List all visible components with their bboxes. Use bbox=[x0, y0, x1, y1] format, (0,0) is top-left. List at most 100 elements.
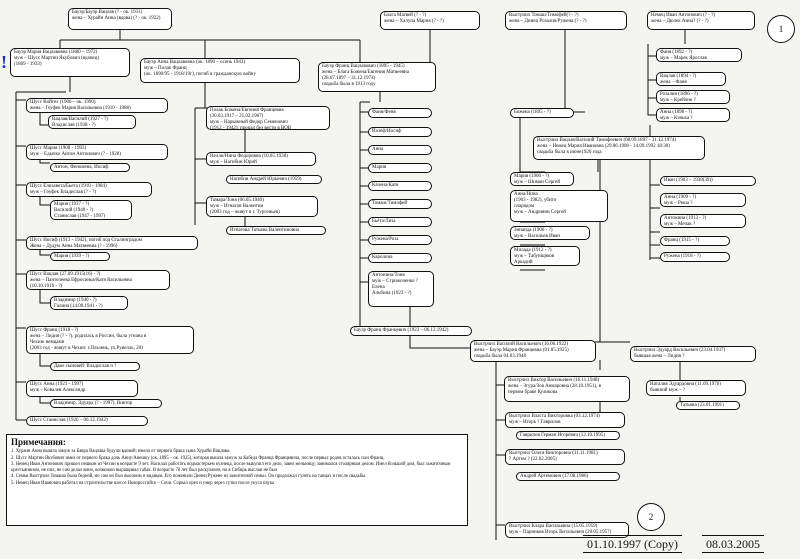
box-shuss-maria: Шусс Мария (1908 - 1993)муж – Едычко Ант… bbox=[26, 144, 168, 160]
box-line: Елена bbox=[372, 285, 385, 290]
box-line: Бауэр/Бауэр Вацлав (? - ок. 1931) bbox=[72, 10, 143, 15]
box-line: (ок. 1890/95 - 1918/19г), погиб в гражда… bbox=[144, 72, 256, 77]
notes-title: Примечания: bbox=[11, 437, 66, 447]
box-kachena: Кáчена/Катя bbox=[368, 181, 432, 191]
box-line: Выстрчил Власта Викторовна (03.12.1974) bbox=[509, 414, 600, 419]
box-line: Татьяна (23.01.1991) bbox=[680, 403, 724, 408]
box-maria-1939: Мария (1939 - ?) bbox=[50, 252, 110, 261]
box-ruzhena-child: Ружена/Роза bbox=[368, 235, 432, 245]
box-shuss-voytekh: Шусс Войтех (1906 – ок. 1990)жена – Гоуф… bbox=[26, 98, 168, 113]
connector-shuss-rows bbox=[16, 99, 26, 421]
box-line: Анна/Нина bbox=[514, 192, 538, 197]
box-bauer-vaclav: Бауэр/Бауэр Вацлав (? - ок. 1931)жена – … bbox=[68, 8, 172, 30]
box-shuss-iosif: Шусс Иосиф (1913 - 1942), погиб под Стал… bbox=[26, 236, 198, 250]
connector-bauer-down bbox=[59, 30, 361, 62]
box-vystrchil-tomas: Выстрчил Томаш/Тимофей(? - ?)жена – Дине… bbox=[505, 11, 627, 30]
box-line: Владимир, Эдуард (? - 1997), Виктор bbox=[54, 401, 133, 406]
box-vladimir-galina: Владимир (1940 - ?)Галина (14.09.1941 - … bbox=[50, 296, 128, 310]
box-line: Франц (1915 - ?) bbox=[664, 238, 699, 243]
box-byeta: Бьéта/Лиза bbox=[368, 217, 432, 227]
note-5: 5. Немец Иван Иванович работал на строит… bbox=[11, 480, 274, 486]
box-line: Томаш/Тимофей bbox=[372, 201, 408, 206]
box-shuss-stanislav: Шусс Станислав (1926 – 06.12.1942) bbox=[26, 416, 148, 426]
footer-date: 08.03.2005 bbox=[702, 535, 764, 553]
box-line: муж – Игорь ? Гаврилов bbox=[509, 420, 561, 425]
box-line: Йозеф/Иосиф bbox=[372, 129, 402, 134]
box-line: Владимир (1940 - ?) bbox=[54, 298, 97, 303]
box-line: Выстрчил Томаш/Тимофей(? - ?) bbox=[509, 13, 579, 18]
box-line: муж – Едычко Антон Антонович (? - 1928) bbox=[30, 152, 121, 157]
box-line: жена – Блага Божена/Евгения Матвеевна bbox=[322, 70, 409, 75]
box-line: Шусс Мария (1908 - 1993) bbox=[30, 146, 87, 151]
box-line: Зинаида (1906 - ?) bbox=[514, 228, 553, 233]
box-bauer-maria: Бауэр Мария Вацлавовна (1880 – 1972)муж … bbox=[10, 48, 130, 77]
box-artem: Андрей Артемович (17.08.1986) bbox=[516, 472, 620, 481]
box-line: Андрей Артемович (17.08.1986) bbox=[520, 474, 589, 479]
connector-franc bbox=[350, 92, 381, 333]
box-line: муж – Игнатов Валентин bbox=[210, 204, 264, 209]
box-line: Мария bbox=[372, 165, 387, 170]
box-line: муж – Марек Ярослав bbox=[660, 56, 707, 61]
box-nemec-ivan: Немец Иван Антонович (? - ?)жена – Дюлек… bbox=[647, 11, 755, 30]
box-line: Фаня/Феня bbox=[372, 110, 396, 115]
box-line: жена – Фаня bbox=[660, 80, 687, 85]
box-line: Антон, Феномена, Иосиф bbox=[54, 165, 109, 170]
box-line: Вацлав (1894 - ?) bbox=[660, 74, 697, 79]
box-line: Полак Божена/Евгения Францевна bbox=[210, 108, 284, 113]
box-anton-feo: Антон, Феномена, Иосиф bbox=[50, 163, 130, 172]
box-tomash-child: Томаш/Тимофей bbox=[368, 199, 432, 209]
box-line: жена – Немец Мария Ивановна (29.06.1900 … bbox=[537, 144, 670, 149]
box-shuss-franc: Шусс Франц (1918 - ?)жена – Лидия (? - ?… bbox=[26, 326, 194, 354]
box-line: Анна (1898 - ?) bbox=[660, 110, 693, 115]
box-line: Бауэр Франц Вацлавович (1895 - 1945) bbox=[322, 64, 405, 69]
box-line: муж – Кэнька ? bbox=[660, 116, 693, 121]
box-line: Мария (1937 - ?) bbox=[54, 202, 90, 207]
box-nelli: Нелли/Нина Федоровна (10.05.1938)муж – Н… bbox=[206, 152, 316, 166]
box-line: Двое сыновей: Владислав и ? bbox=[54, 364, 117, 369]
box-line: Кáчена/Катя bbox=[372, 183, 399, 188]
box-line: свадьба была в июне1920 года bbox=[537, 150, 602, 155]
box-line: муж – Гоуфек Владислав (? - ?) bbox=[30, 190, 97, 195]
box-line: Фаня (1892 - ?) bbox=[660, 50, 693, 55]
box-line: муж – Васильев Иван bbox=[514, 234, 560, 239]
box-line: первом браке Куликова bbox=[508, 390, 558, 395]
box-polak-bozhena: Полак Божена/Евгения Францевна(30.03.191… bbox=[206, 106, 330, 130]
box-vlasta: Выстрчил Власта Викторовна (03.12.1974)м… bbox=[505, 412, 625, 428]
box-vystrchil-vasily-v: Выстрчил Василий Васильевич (16.06.1922)… bbox=[470, 340, 596, 362]
box-vystrchil-vaclav-t: Выстрчил Вацлав/Василий Тимофеевич (08.0… bbox=[533, 136, 705, 160]
box-line: Василий (1940 - ?) bbox=[54, 208, 94, 213]
box-line: Шусс Анна (1921 - 1997) bbox=[30, 382, 84, 387]
box-bauer-franc-franc: Бауэр Франц Францевич (1923 – 06.12.1942… bbox=[350, 326, 472, 336]
box-maria-1900: Мария (1900 - ?)муж – Шиман Сергей bbox=[510, 172, 574, 186]
box-line: ? Артем ? (22.02.2005) bbox=[509, 457, 557, 462]
box-line: Иван (1903 – 1938(39)) bbox=[664, 178, 713, 183]
box-line: Выстрчил Виктор Васильевич (16.11.1948) bbox=[508, 378, 600, 383]
box-line: жена – Бауэр Мария Францевна (01.05.1925… bbox=[474, 348, 569, 353]
box-line: муж – Паринков Игорь Витальевич (20.05.1… bbox=[509, 530, 612, 535]
box-line: Шусс Войтех (1906 – ок. 1990) bbox=[30, 100, 96, 105]
box-shuss-anna: Шусс Анна (1921 - 1997)муж – Ковалев Але… bbox=[26, 380, 138, 397]
connector-grandkids bbox=[39, 113, 50, 404]
box-gavrilov: Гаврилов Герман Игоревич (12.10.1995) bbox=[516, 431, 620, 440]
note-3: 3. Немец Иван Антонович пришел пешком из… bbox=[11, 462, 451, 473]
box-line: Ружена/Роза bbox=[372, 237, 399, 242]
box-line: (1869 - 1933) bbox=[14, 62, 42, 67]
connector-nemec-right bbox=[649, 125, 660, 260]
box-vystrchil-viktor: Выстрчил Виктор Васильевич (16.11.1948)ж… bbox=[504, 376, 630, 402]
box-rozaliya-1896: Розалия (1896 - ?)муж – Крейчик ? bbox=[656, 90, 730, 104]
box-line: муж – Андрияни Сергей bbox=[514, 210, 566, 215]
box-tamara: Тамара/Тоня (06.05.1940)муж – Игнатов Ва… bbox=[206, 196, 318, 217]
box-line: Бауэр Мария Вацлавовна (1880 – 1972) bbox=[14, 50, 98, 55]
connector-franc-maria bbox=[409, 294, 470, 349]
box-line: муж – Ковалев Александр bbox=[30, 388, 86, 393]
box-line: Бьéта/Лиза bbox=[372, 219, 396, 224]
box-vladimir-eduard: Владимир, Эдуард (? - 1997), Виктор bbox=[50, 399, 162, 408]
connector-vystrchil-tomas bbox=[564, 30, 585, 113]
box-line: Нелли/Нина Федоровна (10.05.1938) bbox=[210, 154, 288, 159]
box-line: Чехию немцами bbox=[30, 340, 65, 345]
box-line: муж – Шиман Сергей bbox=[514, 180, 561, 185]
box-vystrchil-eduard: Выстрчил Эдуард Васильевич (23.04.1937)б… bbox=[630, 346, 756, 362]
box-zinaida: Зинаида (1906 - ?)муж – Васильев Иван bbox=[510, 226, 590, 240]
box-ruzhena-1918: Ружена (1918 - ?) bbox=[660, 252, 730, 262]
